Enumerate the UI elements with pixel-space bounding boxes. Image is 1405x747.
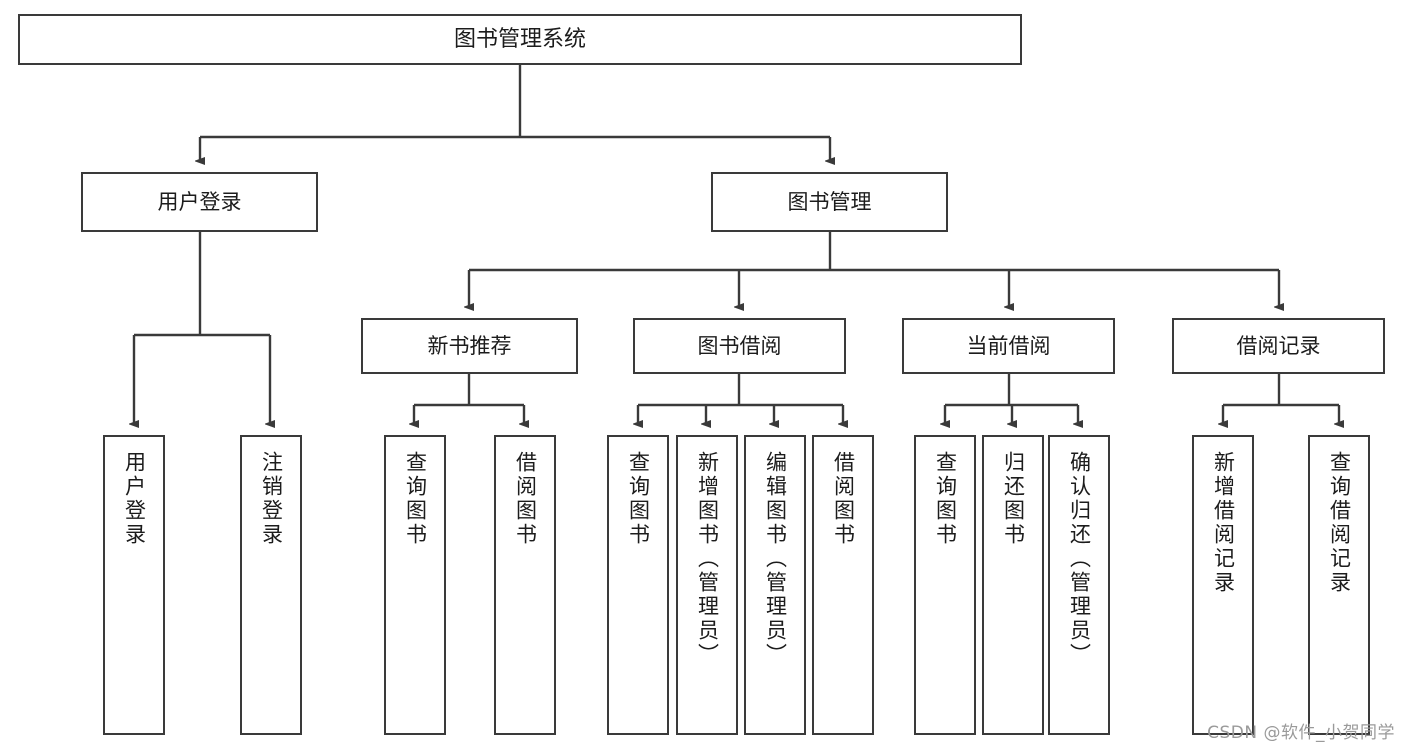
node-new-book-recommend[interactable]: 新书推荐 [361, 318, 578, 374]
node-label: 注销登录 [259, 451, 284, 547]
node-label: 用户登录 [157, 189, 242, 214]
leaf-book-borrow-1[interactable]: 新增图书（管理员） [676, 435, 738, 735]
node-label: 新书推荐 [427, 333, 512, 358]
leaf-borrow-record-1[interactable]: 查询借阅记录 [1308, 435, 1370, 735]
node-label: 借阅记录 [1236, 333, 1321, 358]
node-book-borrow[interactable]: 图书借阅 [633, 318, 846, 374]
node-label: 确认归还（管理员） [1067, 451, 1092, 667]
node-label: 借阅图书 [831, 451, 856, 547]
node-current-borrow[interactable]: 当前借阅 [902, 318, 1115, 374]
node-label: 查询图书 [403, 451, 428, 547]
csdn-watermark: CSDN @软件_小贺同学 [1207, 723, 1395, 743]
leaf-current-borrow-2[interactable]: 确认归还（管理员） [1048, 435, 1110, 735]
node-label: 查询借阅记录 [1327, 451, 1352, 595]
node-label: 图书管理系统 [453, 26, 586, 52]
node-user-login[interactable]: 用户登录 [81, 172, 318, 232]
leaf-book-borrow-3[interactable]: 借阅图书 [812, 435, 874, 735]
node-borrow-record[interactable]: 借阅记录 [1172, 318, 1385, 374]
leaf-user-login-1[interactable]: 注销登录 [240, 435, 302, 735]
node-label: 图书管理 [787, 189, 872, 214]
node-label: 用户登录 [122, 451, 147, 547]
leaf-current-borrow-0[interactable]: 查询图书 [914, 435, 976, 735]
node-label: 图书借阅 [697, 333, 782, 358]
leaf-user-login-0[interactable]: 用户登录 [103, 435, 165, 735]
node-label: 查询图书 [626, 451, 651, 547]
node-label: 新增图书（管理员） [695, 451, 720, 667]
leaf-current-borrow-1[interactable]: 归还图书 [982, 435, 1044, 735]
node-label: 编辑图书（管理员） [763, 451, 788, 667]
leaf-new-book-recommend-0[interactable]: 查询图书 [384, 435, 446, 735]
node-root-system[interactable]: 图书管理系统 [18, 14, 1022, 65]
node-label: 新增借阅记录 [1211, 451, 1236, 595]
leaf-borrow-record-0[interactable]: 新增借阅记录 [1192, 435, 1254, 735]
node-book-management[interactable]: 图书管理 [711, 172, 948, 232]
node-label: 归还图书 [1001, 451, 1026, 547]
leaf-book-borrow-2[interactable]: 编辑图书（管理员） [744, 435, 806, 735]
leaf-book-borrow-0[interactable]: 查询图书 [607, 435, 669, 735]
node-label: 借阅图书 [513, 451, 538, 547]
leaf-new-book-recommend-1[interactable]: 借阅图书 [494, 435, 556, 735]
node-label: 当前借阅 [966, 333, 1051, 358]
node-label: 查询图书 [933, 451, 958, 547]
